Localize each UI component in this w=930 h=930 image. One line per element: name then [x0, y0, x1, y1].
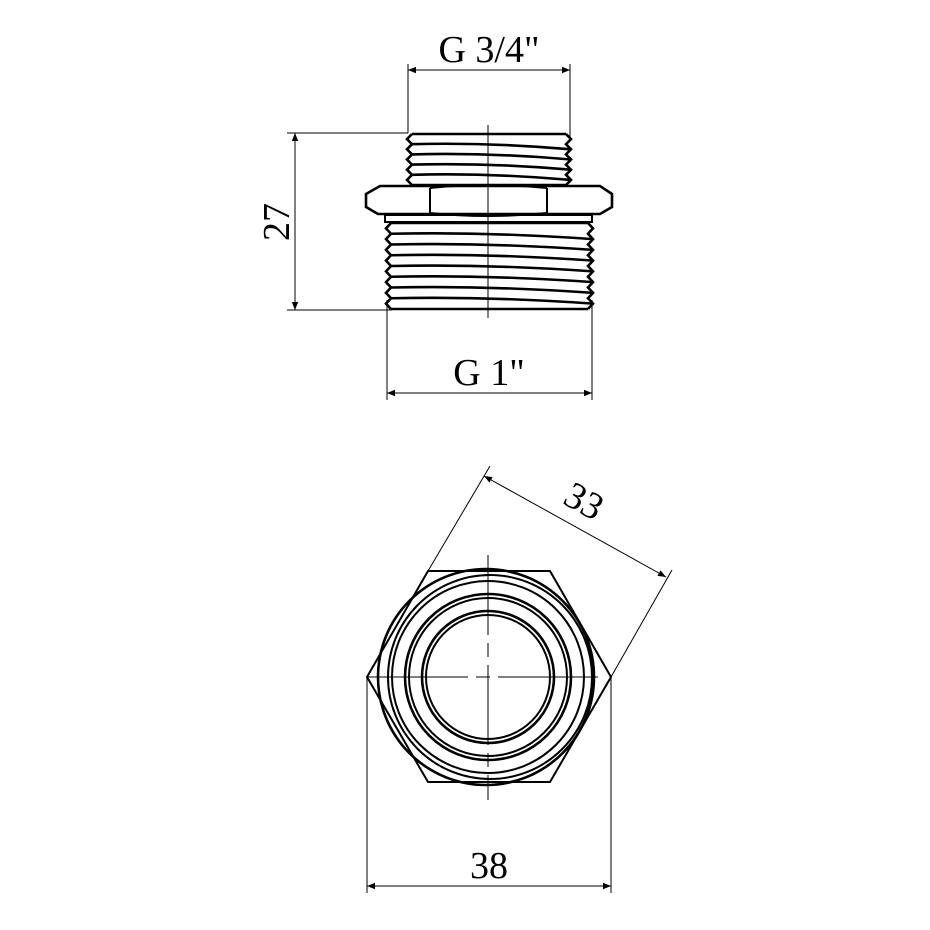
thread-crest-line — [390, 253, 594, 262]
height-label: 27 — [256, 203, 298, 241]
dimension-bottom-thread: G 1" — [386, 300, 593, 400]
thread-crest-line — [390, 264, 594, 273]
thread-profile-right — [564, 133, 573, 186]
dimension-top-thread: G 3/4" — [407, 29, 571, 140]
thread-crest-line — [390, 275, 594, 284]
thread-crest-line — [390, 242, 594, 252]
thread-crest-line — [411, 142, 572, 151]
across-corners-label: 38 — [470, 845, 508, 887]
thread-crest-line — [411, 162, 572, 171]
top-thread — [405, 132, 573, 187]
thread-crest-line — [411, 173, 572, 182]
thread-crest-line — [390, 285, 594, 295]
end-view — [365, 555, 613, 800]
thread-profile-left — [384, 222, 393, 310]
thread-crest-line — [411, 152, 572, 161]
side-view — [364, 125, 614, 318]
bottom-thread-label: G 1" — [453, 352, 524, 394]
thread-profile-left — [405, 133, 414, 186]
bottom-thread — [384, 221, 595, 311]
hex-nut-side — [364, 184, 614, 223]
thread-crest-line — [390, 232, 594, 241]
dimension-across-corners: 38 — [366, 677, 612, 893]
top-thread-label: G 3/4" — [438, 29, 539, 71]
thread-crest-line — [390, 296, 594, 305]
thread-profile-right — [586, 222, 595, 310]
dimension-height: 27 — [256, 132, 408, 311]
